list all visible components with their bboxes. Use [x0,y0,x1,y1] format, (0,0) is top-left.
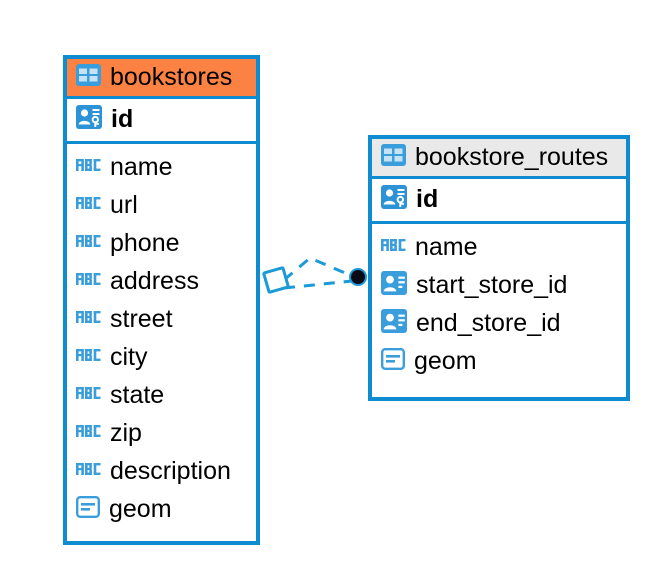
entity-table-bookstore-routes[interactable]: bookstore_routes id [368,135,630,401]
field-row-street[interactable]: street [76,300,248,338]
field-label: id [111,105,134,134]
field-row-id[interactable]: id [67,96,256,144]
text-abc-icon [76,196,101,215]
field-row-url[interactable]: url [76,186,248,224]
field-label: address [110,266,199,295]
field-label: name [415,232,478,261]
field-row-state[interactable]: state [76,376,248,414]
primary-key-icon [76,105,102,134]
field-label: geom [109,494,172,523]
field-label: city [110,342,148,371]
text-abc-icon [76,462,101,481]
entity-header-bookstore-routes[interactable]: bookstore_routes [372,139,626,176]
field-row-zip[interactable]: zip [76,414,248,452]
field-row-geom[interactable]: geom [76,490,248,528]
field-label: name [110,152,173,181]
field-row-end-store-id[interactable]: end_store_id [381,304,618,342]
field-row-start-store-id[interactable]: start_store_id [381,266,618,304]
field-row-phone[interactable]: phone [76,224,248,262]
entity-table-bookstores[interactable]: bookstores id [63,55,260,545]
field-row-address[interactable]: address [76,262,248,300]
text-abc-icon [381,238,406,257]
text-abc-icon [76,348,101,367]
geometry-icon [76,495,101,523]
field-label: start_store_id [416,270,568,299]
field-list-bookstores: name [67,144,256,534]
text-abc-icon [76,272,101,291]
entity-title: bookstores [110,63,233,91]
field-label: zip [110,418,142,447]
circle-marker [349,268,367,286]
entity-header-bookstores[interactable]: bookstores [67,59,256,96]
entity-title: bookstore_routes [415,143,609,171]
field-row-name[interactable]: name [381,228,618,266]
field-label: street [110,304,173,333]
field-row-name[interactable]: name [76,148,248,186]
field-label: state [110,380,165,409]
field-row-id[interactable]: id [372,176,626,224]
field-label: url [110,190,138,219]
table-icon [381,144,406,171]
foreign-key-icon [381,270,407,300]
field-label: description [110,456,231,485]
field-row-description[interactable]: description [76,452,248,490]
field-label: phone [110,228,180,257]
field-label: id [416,185,439,214]
text-abc-icon [76,386,101,405]
text-abc-icon [76,424,101,443]
field-label: end_store_id [416,308,561,337]
primary-key-icon [381,185,407,214]
table-icon [76,64,101,91]
foreign-key-icon [381,308,407,338]
field-row-city[interactable]: city [76,338,248,376]
field-label: geom [414,346,477,375]
field-row-geom[interactable]: geom [381,342,618,380]
relationship-line-end-store-id [283,279,353,290]
field-list-bookstore-routes: name start_store_id [372,224,626,386]
geometry-icon [381,347,406,375]
diamond-marker [262,266,290,294]
text-abc-icon [76,310,101,329]
relationship-line-start-store-id [283,256,353,282]
text-abc-icon [76,234,101,253]
text-abc-icon [76,158,101,177]
